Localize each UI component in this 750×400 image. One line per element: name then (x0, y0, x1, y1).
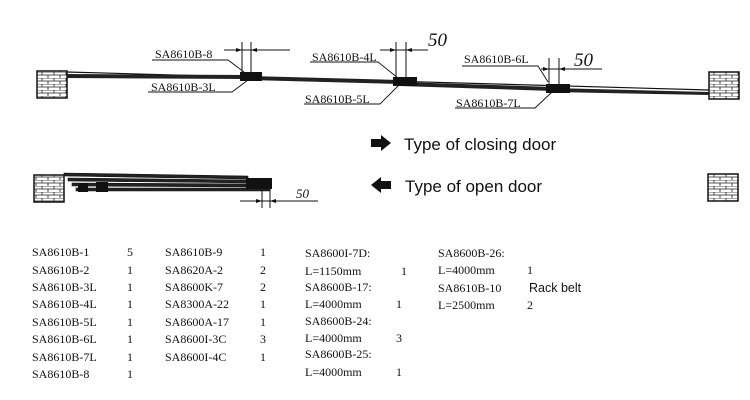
open-door-caption: Type of open door (405, 177, 542, 196)
dimension-50-b: 50 (574, 50, 594, 71)
closing-door-diagram: SA8610B-8 SA8610B-3L SA8610B-4L SA8610B-… (36, 30, 740, 154)
open-connector-3 (246, 178, 272, 189)
left-wall-brick (36, 70, 68, 99)
right-wall-brick (708, 71, 740, 100)
closing-door-caption: Type of closing door (404, 135, 556, 154)
connector-2 (393, 77, 417, 86)
open-right-wall-brick (707, 173, 739, 202)
open-connector-2 (96, 182, 108, 192)
label-sa8610b-3l: SA8610B-3L (151, 80, 216, 94)
connector-3 (546, 84, 570, 93)
door-panel-4 (553, 88, 709, 95)
label-sa8610b-4l: SA8610B-4L (312, 50, 377, 64)
arrow-left-icon (371, 177, 391, 193)
label-sa8610b-6l: SA8610B-6L (464, 52, 529, 66)
connector-1 (240, 72, 262, 81)
label-sa8610b-7l: SA8610B-7L (456, 96, 521, 110)
open-left-wall-brick (33, 174, 65, 203)
label-sa8610b-5l: SA8610B-5L (305, 92, 370, 106)
open-dimension-50: 50 (296, 186, 310, 201)
dimension-50-a: 50 (428, 30, 448, 51)
arrow-right-icon (371, 135, 391, 151)
door-panel-3 (400, 82, 553, 91)
door-panel-1 (67, 74, 248, 79)
label-sa8610b-8: SA8610B-8 (155, 47, 212, 61)
door-panel-2 (248, 76, 400, 84)
open-door-diagram: 50 Type of open door (33, 172, 739, 208)
open-connector-1 (78, 183, 88, 192)
